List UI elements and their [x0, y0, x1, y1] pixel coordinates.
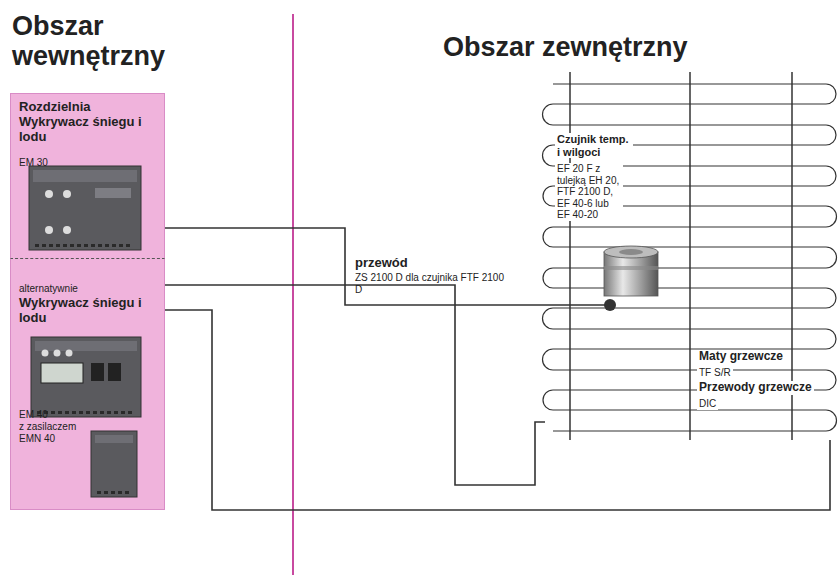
cable-connector [165, 228, 610, 305]
node-heading: Czujnik temp. i wilgoci [555, 133, 633, 158]
sensor-dot [604, 299, 616, 311]
cable-note: ZS 2100 D dla czujnika FTF 2100 D [355, 272, 505, 296]
node-text: EM 30 [19, 157, 99, 169]
cable-connector [165, 310, 830, 510]
node-heading: Przewody grzewcze [697, 381, 814, 395]
node-text: DIC [697, 398, 718, 410]
node-text: alternatywnie [19, 283, 139, 295]
node-heading: Maty grzewcze [697, 350, 785, 364]
edge-label: przewód [355, 255, 408, 270]
sensor-cylinder [604, 246, 658, 296]
node-text: EM 40 [19, 409, 79, 421]
node-text: z zasilaczem EMN 40 [19, 421, 81, 444]
node-heading: Rozdzielnia Wykrywacz śniegu i lodu [19, 100, 159, 145]
node-text: EF 20 F z tulejką EH 20, FTF 2100 D, EF … [555, 163, 623, 221]
controller-panel: Rozdzielnia Wykrywacz śniegu i lodu EM 30 [10, 93, 165, 258]
region-heading: Obszar zewnętrzny [443, 33, 688, 63]
node-text: TF S/R [697, 367, 733, 379]
sensor-callout: Czujnik temp. i wilgoci EF 20 F z tulejką… [555, 133, 667, 305]
heating-grid [543, 72, 837, 440]
node-heading: Wykrywacz śniegu i lodu [19, 296, 154, 326]
controller-panel: alternatywnieWykrywacz śniegu i lodu EM 4… [10, 258, 165, 510]
region-heading: Obszar wewnętrzny [12, 12, 212, 71]
region-divider [292, 14, 294, 575]
heating-area: Maty grzewcze TF S/R Przewody grzewczeDIC C… [545, 72, 838, 440]
cable-connector [165, 285, 545, 485]
